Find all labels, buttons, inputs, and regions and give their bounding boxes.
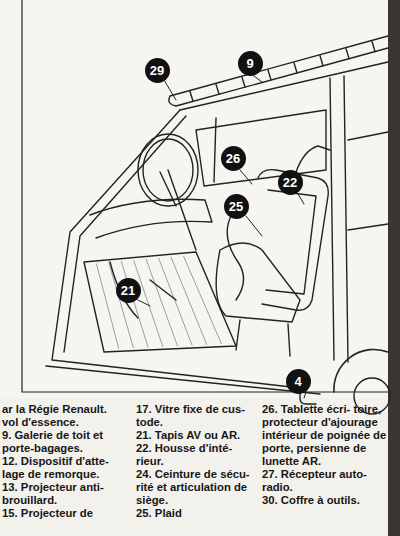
page-shadow <box>388 0 400 536</box>
picture-ground <box>0 0 400 398</box>
rear-window <box>348 132 388 230</box>
windscreen-pillar <box>64 116 186 352</box>
seat-belt <box>227 214 243 300</box>
leader-lines <box>138 76 306 398</box>
centre-pillar <box>330 76 348 362</box>
seat-legs <box>236 320 290 356</box>
legend-text: 13. Projecteur anti- brouillard. <box>2 481 130 507</box>
callout-circle: 29 <box>145 58 170 83</box>
callout-number: 25 <box>229 200 243 213</box>
legend-text: 21. Tapis AV ou AR. <box>136 429 260 442</box>
legend-text: ar la Régie Renault. <box>2 403 130 416</box>
window-divider <box>214 118 216 182</box>
legend-text: 26. Tablette écri- toire, protecteur d'a… <box>262 403 388 468</box>
callout-circle: 26 <box>221 146 246 171</box>
roof-edge <box>180 62 388 110</box>
callout-number: 21 <box>121 284 135 297</box>
callout-number: 22 <box>283 176 297 189</box>
callout-number: 26 <box>226 152 240 165</box>
floor-mat <box>84 252 236 352</box>
legend-text: 25. Plaid <box>136 507 260 520</box>
callout-number: 29 <box>150 64 164 77</box>
dashboard <box>90 199 212 238</box>
callout-circle: 22 <box>278 170 303 195</box>
callout-circle: 21 <box>116 278 141 303</box>
legend-text: 17. Vitre fixe de cus- tode. <box>136 403 260 429</box>
door-opening-front <box>52 110 300 388</box>
picture-frame <box>22 0 388 392</box>
legend-text: 9. Galerie de toit et porte-bagages. <box>2 429 130 455</box>
legend-text: vol d'essence. <box>2 416 130 429</box>
headrest-tube <box>296 146 330 172</box>
callout-circle: 4 <box>286 369 311 394</box>
legend-text: 30. Coffre à outils. <box>262 494 388 507</box>
floor-mat-ribs <box>96 256 221 348</box>
legend-text: 24. Ceinture de sécu- rité et articulati… <box>136 468 260 507</box>
roof-rack <box>169 36 388 106</box>
side-window <box>196 110 326 186</box>
callout-number: 9 <box>246 57 253 70</box>
rear-wheel-arch <box>334 349 388 392</box>
callout-circle: 9 <box>238 51 263 76</box>
callout-circle: 25 <box>224 194 249 219</box>
seat-back <box>258 170 328 311</box>
callout-number: 4 <box>294 375 301 388</box>
seat-cover <box>266 190 316 294</box>
seat-cushion <box>216 243 300 322</box>
legend-text: 22. Housse d'inté- rieur. <box>136 442 260 468</box>
door-sill <box>46 366 320 394</box>
legend-text: 15. Projecteur de <box>2 507 130 520</box>
legend-text: 27. Récepteur auto- radio. <box>262 468 388 494</box>
pedals <box>110 262 176 318</box>
legend-text: 12. Dispositif d'atte- lage de remorque. <box>2 455 130 481</box>
steering-column <box>160 170 196 250</box>
